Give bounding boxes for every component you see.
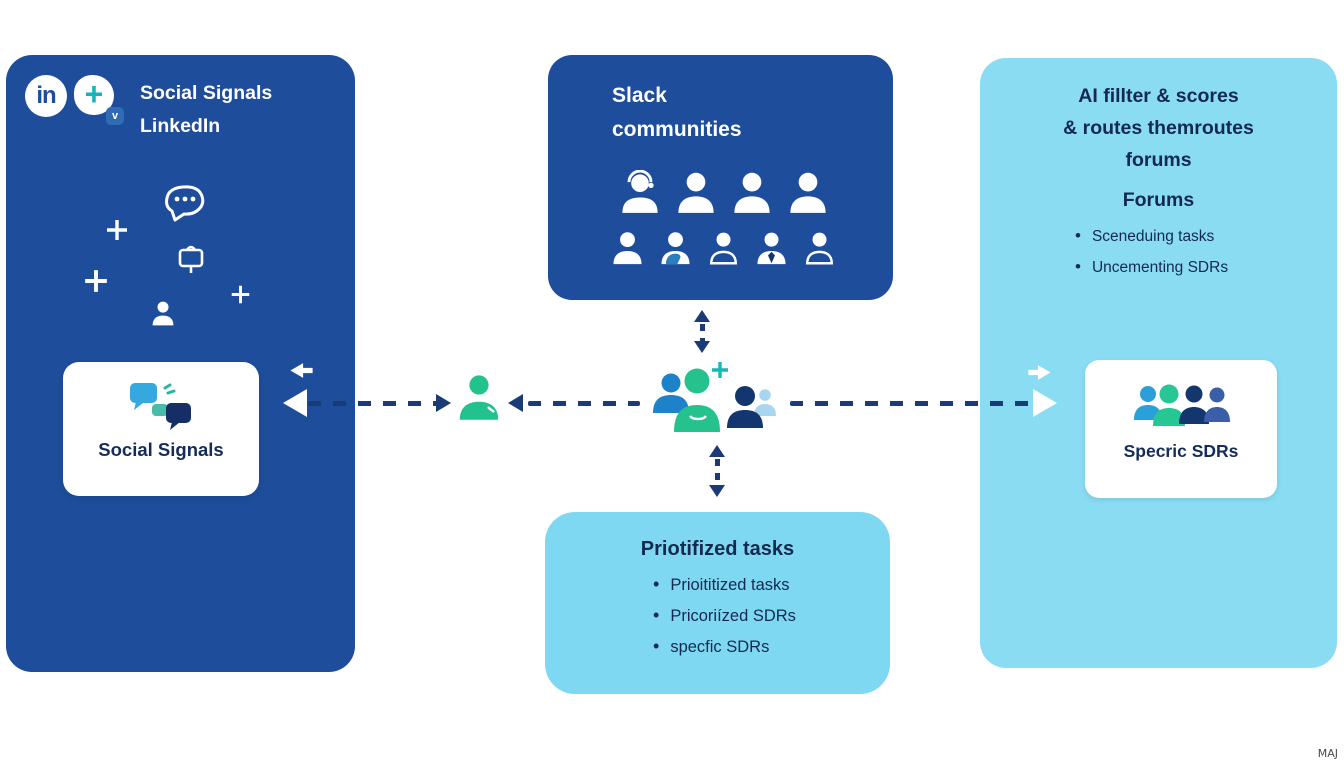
forums-heading: Forums [1122,189,1195,211]
left-panel-title-line2: LinkedIn [140,115,221,137]
forums-bullet-list: Sceneduing tasks Uncementing SDRs [980,221,1337,283]
dashed-connector-left [308,401,438,406]
tasks-panel-title: Priotifized tasks [640,538,795,560]
specific-sdrs-card-label: Specric SDRs [1123,441,1239,461]
sdr-group-icon [1134,384,1230,426]
arrow-right-small-icon [1028,365,1051,380]
right-title-line3: forums [1125,149,1192,171]
chat-bubbles-icon [130,383,191,430]
person-icon [613,232,642,265]
ai-filter-routes-panel: AI fillter & scores & routes themroutes … [980,58,1337,668]
tasks-bullet-list: Prioititized tasks Pricoriízed SDRs spec… [545,569,890,662]
right-title-line1: AI fillter & scores [1078,85,1239,107]
left-panel-title: Social Signals LinkedIn [140,77,272,143]
slack-title-line2: communities [612,118,742,141]
person-icon [734,172,770,213]
arrow-left-white-head [283,389,307,417]
community-members-row-2 [610,230,837,265]
center-people-group-icon [653,362,776,432]
arrow-down-head-2 [709,485,725,497]
right-panel-title: AI fillter & scores & routes themroutes … [980,80,1337,176]
arrow-left-navy-head [508,394,523,412]
arrow-up-head-2 [709,445,725,457]
person-blue-shirt-icon [661,232,690,265]
clipboard-icon [176,242,206,281]
tasks-bullet-3: specfic SDRs [653,631,890,662]
plus-icon: + [74,75,114,115]
plus-badge-icon: + v [74,75,124,125]
plus-sparkle-icon-3 [230,284,251,310]
forums-bullet-1: Sceneduing tasks [1075,221,1337,252]
arrow-up-head [694,310,710,322]
dashed-connector-vertical-bottom [715,459,720,485]
watermark-text: MAJ [1317,747,1338,760]
forums-bullet-2: Uncementing SDRs [1075,252,1337,283]
person-small-icon [150,300,176,331]
dashed-connector-center-left [528,401,640,406]
linkedin-icon: in [25,75,67,117]
dashed-connector-right [790,401,1033,406]
dashed-connector-vertical-top [700,324,705,342]
arrow-right-navy-head [436,394,451,412]
slack-panel-title: Slack communities [612,79,742,147]
social-signals-card-label: Social Signals [98,439,224,460]
verified-badge-icon: v [106,107,124,125]
plus-sparkle-icon-1 [105,218,129,247]
arrow-right-white-head [1033,389,1057,417]
specific-sdrs-card: Specric SDRs [1085,360,1277,498]
left-panel-header: in + v Social Signals LinkedIn [25,75,272,143]
social-signals-linkedin-panel: in + v Social Signals LinkedIn [6,55,355,672]
right-title-line2: & routes themroutes [1063,117,1254,139]
prioritized-tasks-panel: Priotifized tasks Prioititized tasks Pri… [545,512,890,694]
speech-bubble-icon [161,181,209,228]
social-signals-card: Social Signals [63,362,259,496]
slack-title-line1: Slack [612,84,667,107]
teal-plus-icon [712,362,728,378]
slack-communities-panel: Slack communities [548,55,893,300]
person-outline-icon [806,232,833,265]
community-members-row-1 [618,170,830,214]
tasks-bullet-2: Pricoriízed SDRs [653,600,890,631]
tasks-bullet-1: Prioititized tasks [653,569,890,600]
person-outline-icon [710,232,737,265]
person-icon [790,172,826,213]
plus-sparkle-icon-2 [83,268,109,299]
teal-person-icon [459,375,499,420]
arrow-down-head [694,341,710,353]
arrow-left-small-icon [290,363,313,378]
person-icon [678,172,714,213]
person-tie-icon [757,232,786,265]
left-panel-title-line1: Social Signals [140,82,273,104]
person-headset-icon [622,170,658,213]
